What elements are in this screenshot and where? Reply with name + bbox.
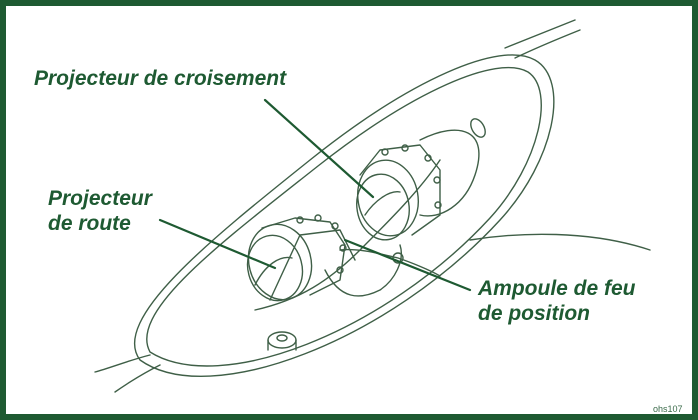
- housing-inner: [146, 66, 542, 367]
- body-line-top: [504, 19, 576, 49]
- leader-dipped: [263, 98, 375, 199]
- dipped-lamp-body: [359, 144, 441, 236]
- leader-main: [158, 218, 277, 270]
- leader-position: [343, 238, 472, 292]
- body-line-left: [94, 354, 151, 373]
- label-position-bulb-line1: Ampoule de feu: [478, 277, 636, 300]
- reference-code: ohs107: [651, 404, 685, 414]
- bracket-3: [324, 244, 402, 297]
- reflector: [419, 129, 480, 217]
- bracket-2: [269, 229, 356, 301]
- body-line-right: [469, 233, 651, 251]
- main-lamp-body: [261, 217, 346, 296]
- body-line-top2: [514, 29, 581, 59]
- dipped-lamp-lens: [356, 173, 410, 241]
- dipped-lamp-rim: [357, 159, 419, 237]
- main-lamp-rim: [247, 223, 313, 301]
- label-dipped-beam: Projecteur de croisement: [34, 66, 286, 91]
- position-lamp: [392, 252, 404, 264]
- housing-outer: [133, 54, 555, 378]
- wire: [339, 248, 441, 277]
- main-lamp-reflect: [254, 256, 293, 286]
- label-dipped-beam-line1: Projecteur de croisement: [34, 67, 287, 90]
- label-main-beam-line2: de route: [48, 212, 131, 235]
- vent-hole: [470, 118, 486, 138]
- label-main-beam-line1: Projecteur: [48, 187, 152, 210]
- body-line-left2: [114, 364, 161, 393]
- label-position-bulb: Ampoule de feu de position: [478, 276, 636, 326]
- label-position-bulb-line2: de position: [478, 302, 590, 325]
- dipped-lamp-reflect: [364, 191, 401, 216]
- label-main-beam: Projecteur de route: [48, 186, 152, 236]
